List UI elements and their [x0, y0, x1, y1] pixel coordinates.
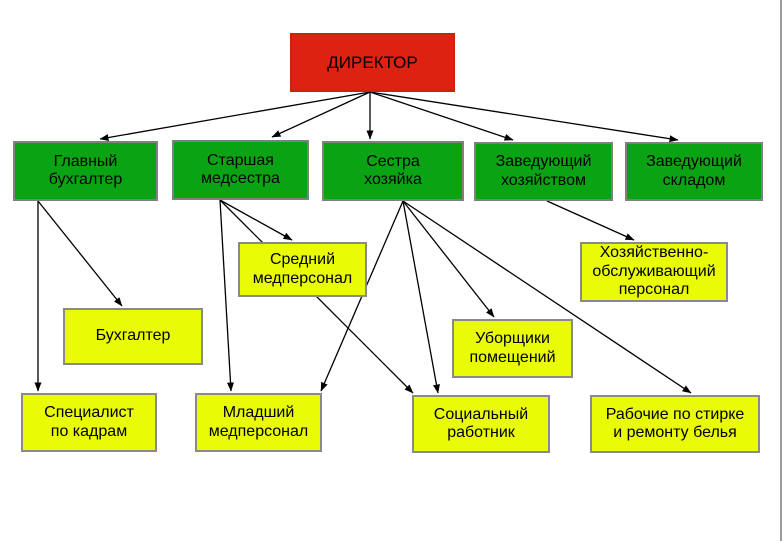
edge-sestra-social	[402, 200, 440, 394]
edge-director-starshaya	[271, 91, 371, 138]
edge-director-zavhoz	[369, 91, 514, 141]
node-head-nurse: Старшая медсестра	[172, 140, 309, 200]
edge-sestra-uborshiki	[402, 200, 495, 318]
node-social-worker: Социальный работник	[412, 395, 550, 453]
node-housekeeping-sister: Сестра хозяйка	[322, 141, 464, 201]
edge-starshaya-mladshiy	[219, 199, 235, 392]
node-mid-medical-staff: Средний медперсонал	[238, 242, 367, 297]
node-junior-medical-staff: Младший медперсонал	[195, 393, 322, 452]
node-facilities-manager: Заведующий хозяйством	[474, 142, 613, 201]
node-accountant: Бухгалтер	[63, 308, 203, 365]
node-cleaners: Уборщики помещений	[452, 319, 573, 378]
page-edge-divider	[780, 0, 782, 541]
edge-sestra-rabochie	[402, 200, 692, 394]
node-hr-specialist: Специалист по кадрам	[21, 393, 157, 452]
edge-director-zavsklad	[369, 91, 679, 143]
edge-zavhoz-hozpersonal	[546, 200, 635, 241]
node-laundry-workers: Рабочие по стирке и ремонту белья	[590, 395, 760, 453]
node-maintenance-staff: Хозяйственно- обслуживающий персонал	[580, 242, 728, 302]
edge-glavbuh-buhgalter	[37, 200, 123, 307]
node-director: ДИРЕКТОР	[290, 33, 455, 92]
edge-director-glavbuh	[99, 91, 371, 141]
node-chief-accountant: Главный бухгалтер	[13, 141, 158, 201]
node-warehouse-manager: Заведующий складом	[625, 142, 763, 201]
edge-starshaya-sredniy	[219, 199, 293, 241]
